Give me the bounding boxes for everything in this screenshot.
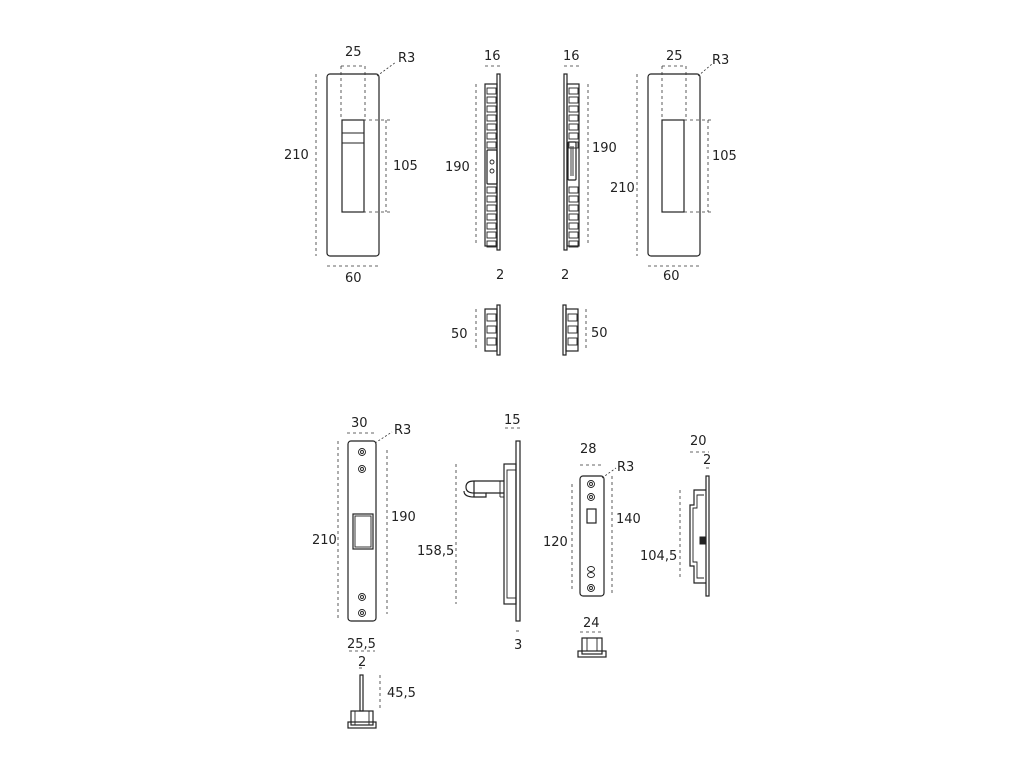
view-strike-plate: 28 R3 120 140 <box>543 442 641 597</box>
rib-slot <box>568 123 579 131</box>
dim-label: R3 <box>617 460 634 475</box>
rib-slot <box>568 222 579 230</box>
rib-slot <box>568 213 579 221</box>
dim-label: 20 <box>690 434 707 449</box>
dim-label: 2 <box>561 268 569 283</box>
rib-slot <box>486 132 497 140</box>
view-side-profile-a: 16 190 2 50 <box>445 49 504 356</box>
view-side-profile-b: 16 190 2 50 <box>561 49 617 356</box>
dim-label: 28 <box>580 442 597 457</box>
view-lock-faceplate: 30 R3 210 190 <box>312 416 416 622</box>
dim-label: 25 <box>345 45 362 60</box>
rib-slot <box>486 105 497 113</box>
rib-slot <box>486 231 497 239</box>
dim-label: 190 <box>445 160 470 175</box>
dim-label: 60 <box>663 269 680 284</box>
dim-label: 105 <box>393 159 418 174</box>
rib-slot <box>486 123 497 131</box>
rib-slot <box>568 132 579 140</box>
rib-slot <box>486 96 497 104</box>
dim-label: 190 <box>592 141 617 156</box>
rib-slot <box>568 204 579 212</box>
dim-label: 210 <box>312 533 337 548</box>
dim-label: 3 <box>514 638 522 653</box>
rib-slot <box>486 204 497 212</box>
dim-label: 158,5 <box>417 544 454 559</box>
pull-recess <box>341 119 365 213</box>
dim-label: 2 <box>703 453 711 468</box>
dim-label: 140 <box>616 512 641 527</box>
rib-slot <box>486 222 497 230</box>
rib-slot <box>486 141 497 149</box>
rib-slot <box>568 231 579 239</box>
rib-slot <box>486 213 497 221</box>
dim-label: 2 <box>496 268 504 283</box>
dim-label: 60 <box>345 271 362 286</box>
dim-label: 30 <box>351 416 368 431</box>
rib-slot <box>486 240 497 248</box>
rib-slot <box>568 195 579 203</box>
dim-label: 2 <box>358 655 366 670</box>
rib-slot <box>568 87 579 95</box>
view-flush-pull-front-left: 25 R3 210 105 60 <box>284 45 418 286</box>
rib-slot <box>486 87 497 95</box>
dim-label: 105 <box>712 149 737 164</box>
dim-label: 210 <box>284 148 309 163</box>
dim-label: 210 <box>610 181 635 196</box>
view-strike-base: 24 <box>577 616 607 658</box>
dim-label: 120 <box>543 535 568 550</box>
rib-slot <box>568 240 579 248</box>
dim-label: 24 <box>583 616 600 631</box>
dim-label: 16 <box>563 49 580 64</box>
dim-label: R3 <box>394 423 411 438</box>
view-lock-body-side: 15 158,5 3 <box>417 413 522 653</box>
view-flush-pull-front-right: 25 R3 210 105 60 <box>610 49 737 284</box>
dim-label: 16 <box>484 49 501 64</box>
rib-slot <box>568 96 579 104</box>
dim-label: 15 <box>504 413 521 428</box>
rib-slot <box>568 186 579 194</box>
dim-label: 25,5 <box>347 637 376 652</box>
view-strike-side: 20 2 104,5 <box>640 434 711 597</box>
rib-slot <box>568 141 579 149</box>
view-spindle: 25,5 2 45,5 <box>347 637 416 729</box>
dim-label: R3 <box>712 53 729 68</box>
rib-slot <box>486 195 497 203</box>
dim-label: 50 <box>451 327 468 342</box>
dim-label: 190 <box>391 510 416 525</box>
dim-label: 45,5 <box>387 686 416 701</box>
dim-label: 50 <box>591 326 608 341</box>
dim-label: 25 <box>666 49 683 64</box>
rib-slot <box>486 186 497 194</box>
pull-plate-outline <box>326 73 380 257</box>
rib-slot <box>568 114 579 122</box>
rib-slot <box>568 105 579 113</box>
rib-slot <box>486 114 497 122</box>
dim-label: 104,5 <box>640 549 677 564</box>
dim-label: R3 <box>398 51 415 66</box>
